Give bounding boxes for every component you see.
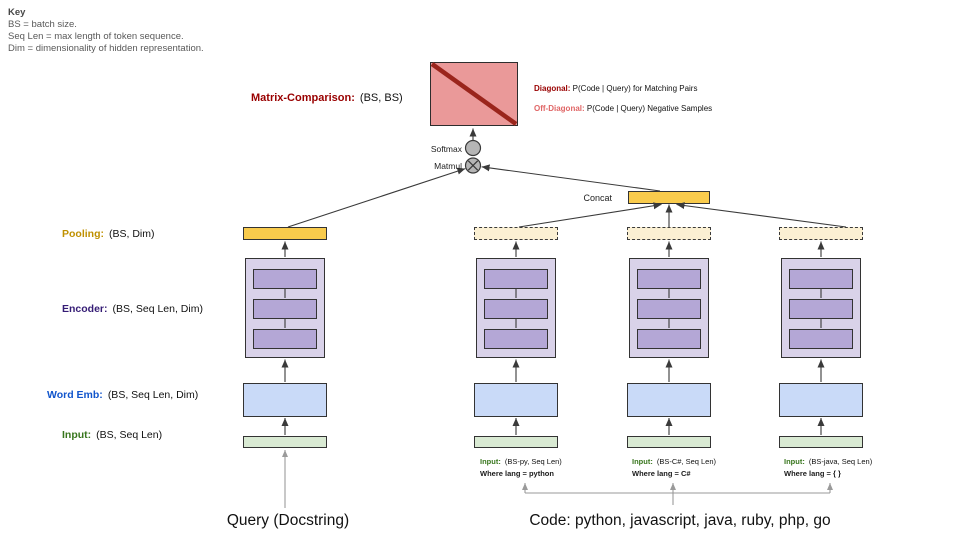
softmax-node: [464, 139, 482, 157]
word-emb-box-csharp: [627, 383, 711, 417]
encoder-dims: (BS, Seq Len, Dim): [112, 303, 203, 315]
concat-bar: [628, 191, 710, 204]
pooling-row-label: Pooling: (BS, Dim): [62, 228, 155, 240]
encoder-row-label: Encoder: (BS, Seq Len, Dim): [62, 303, 203, 315]
key-line-bs: BS = batch size.: [8, 19, 77, 30]
input-note-java: Input:(BS-java, Seq Len) Where lang = { …: [784, 456, 872, 479]
input-row-label: Input: (BS, Seq Len): [62, 429, 162, 441]
pooling-label: Pooling:: [62, 228, 104, 240]
encoder-layer: [484, 329, 548, 349]
word-emb-box-query: [243, 383, 327, 417]
code-footer-title: Code: python, javascript, java, ruby, ph…: [529, 512, 831, 529]
input-bar-csharp: [627, 436, 711, 448]
input-note-label: Input:: [784, 457, 805, 466]
matrix-diagonal-line: [430, 62, 518, 126]
input-note-label: Input:: [480, 457, 501, 466]
concat-label: Concat: [583, 193, 612, 203]
key-title: Key: [8, 7, 26, 18]
word-emb-row-label: Word Emb: (BS, Seq Len, Dim): [47, 389, 198, 401]
word-emb-box-python: [474, 383, 558, 417]
encoder-layer: [789, 329, 853, 349]
word-emb-label: Word Emb:: [47, 389, 103, 401]
diagonal-text: P(Code | Query) for Matching Pairs: [570, 84, 698, 93]
matrix-comparison-label: Matrix-Comparison: (BS, BS): [251, 92, 403, 104]
encoder-box-python: [476, 258, 556, 358]
key-line-seqlen: Seq Len = max length of token sequence.: [8, 31, 184, 42]
key-legend: Key BS = batch size. Seq Len = max lengt…: [8, 7, 204, 55]
encoder-layer: [637, 329, 701, 349]
input-note-python: Input:(BS-py, Seq Len) Where lang = pyth…: [480, 456, 562, 479]
off-diagonal-note: Off-Diagonal: P(Code | Query) Negative S…: [534, 104, 712, 113]
word-emb-dims: (BS, Seq Len, Dim): [107, 389, 199, 401]
encoder-box-java: [781, 258, 861, 358]
matmul-label: Matmul: [434, 161, 462, 171]
where-lang-java: Where lang = { }: [784, 468, 841, 478]
diagonal-note: Diagonal: P(Code | Query) for Matching P…: [534, 84, 697, 93]
encoder-box-query: [245, 258, 325, 358]
softmax-label: Softmax: [430, 143, 462, 154]
pooling-bar-csharp: [627, 227, 711, 240]
pooling-dims: (BS, Dim): [109, 228, 155, 240]
encoder-layer: [253, 329, 317, 349]
input-bar-query: [243, 436, 327, 448]
query-footer-title: Query (Docstring): [226, 512, 350, 529]
word-emb-box-java: [779, 383, 863, 417]
pooling-bar-query: [243, 227, 327, 240]
input-note-dims: Input:(BS-java, Seq Len): [784, 457, 873, 466]
diagonal-label: Diagonal:: [534, 84, 571, 93]
off-diagonal-text: P(Code | Query) Negative Samples: [584, 104, 713, 113]
input-bar-python: [474, 436, 558, 448]
matrix-comparison-dims: (BS, BS): [359, 92, 403, 104]
encoder-label: Encoder:: [62, 303, 108, 315]
input-note-dims: Input:(BS-C#, Seq Len): [632, 457, 717, 466]
input-note-label: Input:: [632, 457, 653, 466]
matrix-comparison-title: Matrix-Comparison:: [251, 92, 355, 104]
input-note-csharp: Input:(BS-C#, Seq Len) Where lang = C#: [632, 456, 716, 479]
where-lang-csharp: Where lang = C#: [632, 468, 691, 478]
pooling-bar-python: [474, 227, 558, 240]
input-dims: (BS, Seq Len): [96, 429, 163, 441]
key-line-dim: Dim = dimensionality of hidden represent…: [8, 43, 204, 54]
input-bar-java: [779, 436, 863, 448]
where-lang-python: Where lang = python: [480, 468, 554, 478]
pooling-bar-java: [779, 227, 863, 240]
input-note-dims: Input:(BS-py, Seq Len): [480, 457, 562, 466]
input-label: Input:: [62, 429, 92, 441]
off-diagonal-label: Off-Diagonal:: [534, 104, 585, 113]
encoder-box-csharp: [629, 258, 709, 358]
